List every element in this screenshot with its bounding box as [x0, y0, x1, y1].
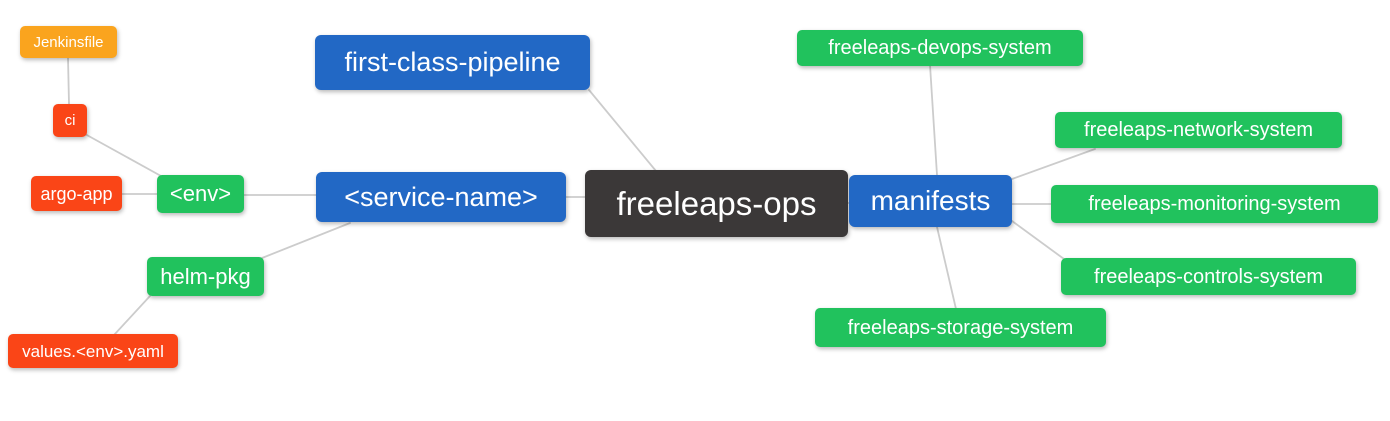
node-values-env-yaml[interactable]: values.<env>.yaml: [8, 334, 178, 368]
node-env[interactable]: <env>: [157, 175, 244, 213]
node-freeleaps-network-system[interactable]: freeleaps-network-system: [1055, 112, 1342, 148]
edge-manifests-devops: [929, 64, 938, 176]
node-manifests[interactable]: manifests: [849, 175, 1012, 227]
node-jenkinsfile[interactable]: Jenkinsfile: [20, 26, 117, 58]
node-service-name[interactable]: <service-name>: [316, 172, 566, 222]
node-argo-app[interactable]: argo-app: [31, 176, 122, 211]
node-helm-pkg[interactable]: helm-pkg: [147, 257, 264, 296]
edge-helm-pkg-values: [113, 295, 151, 336]
edge-manifests-controls: [1011, 220, 1065, 260]
node-freeleaps-controls-system[interactable]: freeleaps-controls-system: [1061, 258, 1356, 295]
node-freeleaps-devops-system[interactable]: freeleaps-devops-system: [797, 30, 1083, 66]
edge-manifests-network: [1011, 148, 1096, 180]
node-freeleaps-storage-system[interactable]: freeleaps-storage-system: [815, 308, 1106, 347]
node-freeleaps-monitoring-system[interactable]: freeleaps-monitoring-system: [1051, 185, 1378, 223]
node-first-class-pipeline[interactable]: first-class-pipeline: [315, 35, 590, 90]
node-ci[interactable]: ci: [53, 104, 87, 137]
edge-manifests-storage: [936, 226, 957, 310]
edge-jenkinsfile-ci: [67, 57, 70, 105]
node-freeleaps-ops[interactable]: freeleaps-ops: [585, 170, 848, 237]
edge-ci-env: [84, 133, 162, 177]
edge-service-name-helm-pkg: [261, 222, 351, 259]
edge-first-class-pipeline-ops: [588, 89, 657, 172]
